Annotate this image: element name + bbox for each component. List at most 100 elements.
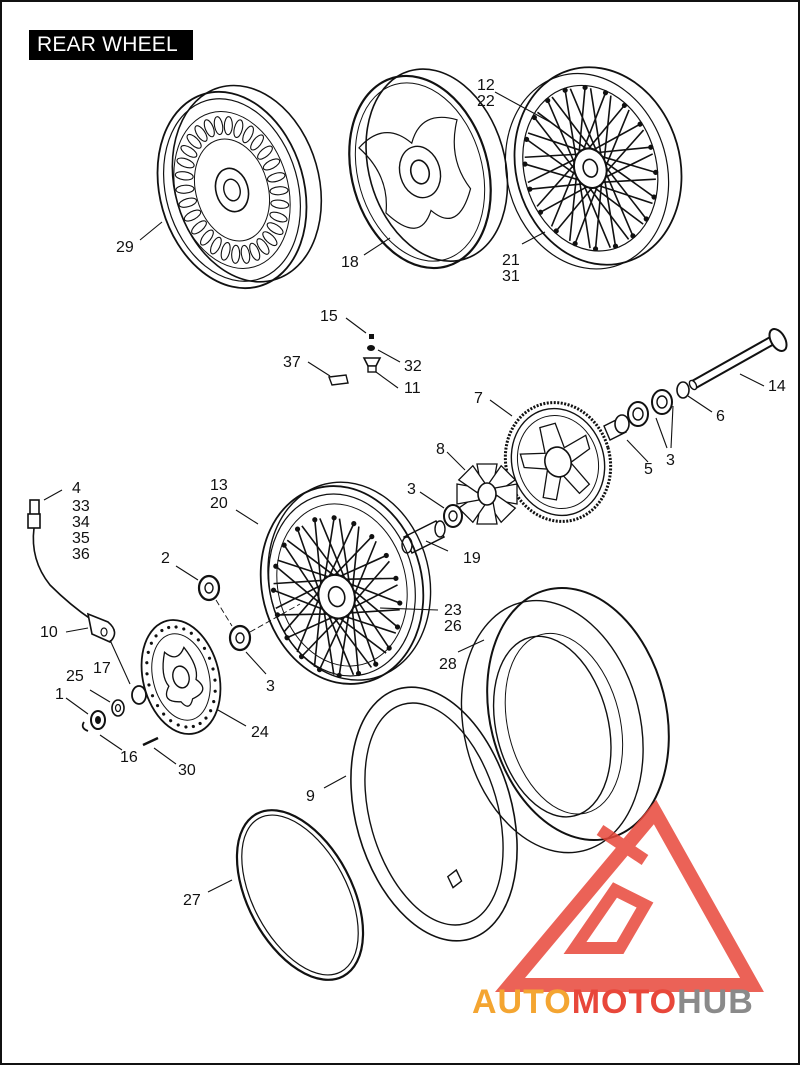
callout-9: 9: [306, 788, 315, 805]
callout-22: 22: [477, 93, 495, 110]
brake-side-bearings: [197, 574, 301, 652]
spoke-nipple: [355, 670, 362, 677]
rotor-hole: [213, 678, 217, 682]
wheel-slot: [176, 157, 195, 169]
spoke-nipple: [273, 563, 279, 569]
callout-33: 33: [72, 498, 90, 515]
wheel-slot: [240, 244, 251, 264]
rotor-hole: [211, 667, 215, 671]
spoke: [603, 169, 634, 237]
spoke: [342, 577, 396, 581]
rotor-hole: [174, 625, 178, 629]
wheel-slot: [250, 134, 264, 151]
spoke: [286, 614, 337, 639]
rotor-hole: [196, 638, 200, 642]
wheel-slot: [249, 242, 261, 261]
wheel-slot: [270, 199, 290, 209]
laced-wheel-main: [259, 481, 432, 685]
spoke: [574, 182, 600, 244]
spoke: [585, 183, 630, 240]
rotor-hole: [160, 628, 164, 633]
wheel-slot: [174, 171, 194, 181]
wheel-slot: [233, 119, 244, 139]
watermark-moto: MOTO: [572, 983, 677, 1021]
callout-8: 8: [436, 441, 445, 458]
spoke: [551, 96, 596, 154]
spoke-nipple: [602, 90, 609, 96]
spoke-nipple: [612, 243, 619, 249]
spoke-nipple: [393, 575, 399, 581]
brake-rotor: [140, 619, 222, 735]
callout-3-rotor-bearing: 3: [266, 678, 275, 695]
rotor-hole: [145, 661, 149, 665]
spoke-nipple: [298, 654, 305, 660]
spoke: [273, 579, 328, 585]
pulley-side-bearings: [603, 381, 690, 441]
callout-14: 14: [768, 378, 786, 395]
wheel-slot: [210, 236, 222, 255]
spoke: [331, 536, 373, 579]
callout-5: 5: [644, 461, 653, 478]
callout-leader-lines: [43, 91, 765, 893]
spoke: [536, 161, 578, 207]
spoke: [581, 180, 612, 248]
valve-stem-parts: [328, 334, 382, 386]
spoke-nipple: [316, 667, 323, 673]
callout-36: 36: [72, 546, 90, 563]
spoke: [351, 592, 390, 649]
wheel-slot: [269, 186, 289, 196]
spoke-nipple: [383, 552, 389, 559]
callout-35: 35: [72, 530, 90, 547]
spoke: [602, 95, 612, 165]
spoke-nipple: [527, 186, 533, 192]
cast-wheel-slotted: [156, 84, 323, 290]
callout-28: 28: [439, 656, 457, 673]
rear-axle: [688, 328, 788, 391]
spoke: [564, 90, 578, 162]
wheel-slot: [242, 125, 254, 144]
spoke-nipple: [537, 209, 544, 215]
spoke: [314, 519, 323, 589]
cast-wheel-solid: [348, 68, 509, 270]
callout-23: 23: [444, 602, 462, 619]
spoke: [296, 594, 322, 653]
callout-20: 20: [210, 495, 228, 512]
spoke: [526, 138, 580, 178]
spoke: [524, 163, 583, 182]
rotor-hole: [150, 694, 155, 698]
spoke: [326, 523, 355, 581]
callout-25: 25: [66, 668, 84, 685]
wheel-speed-sensor: [27, 499, 116, 643]
spoke: [318, 612, 347, 670]
rotor-hole: [167, 625, 171, 630]
spoke: [581, 92, 607, 155]
callout-6: 6: [716, 408, 725, 425]
spoke: [589, 88, 603, 160]
spoke: [524, 153, 582, 159]
spoke: [546, 100, 577, 168]
spoke-nipple: [545, 97, 551, 104]
spoke-nipple: [653, 169, 659, 175]
callout-16: 16: [120, 749, 138, 766]
spoke: [338, 518, 351, 588]
spoke: [338, 609, 351, 676]
spoke: [283, 544, 322, 601]
spoke-nipple: [312, 517, 318, 523]
spoke: [601, 153, 654, 180]
spoke: [603, 109, 630, 170]
spoke-nipple: [523, 136, 530, 142]
spoke: [577, 87, 586, 158]
spoke: [527, 156, 580, 184]
wheel-slot: [220, 241, 231, 261]
spoke-nipple: [651, 194, 657, 200]
spoke-nipple: [284, 635, 290, 641]
callout-1: 1: [55, 686, 64, 703]
spoke-nipple: [394, 624, 401, 630]
spoke: [313, 600, 322, 667]
wheel-slot: [231, 244, 241, 264]
spoke-nipple: [373, 661, 379, 667]
rotor-hole: [176, 723, 180, 727]
rotor-hole: [154, 634, 158, 638]
spoke-nipple: [331, 515, 337, 521]
